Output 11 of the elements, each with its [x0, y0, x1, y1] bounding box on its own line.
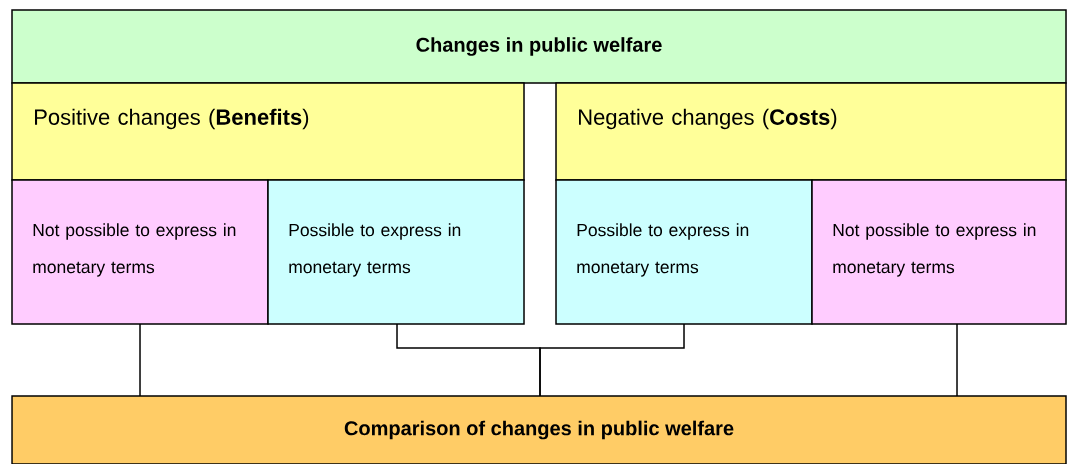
subcategory-box: Not possible to express in monetary terms — [811, 179, 1067, 325]
subcategory-box: Possible to express in monetary terms — [555, 179, 813, 325]
heading-box: Changes in public welfare — [11, 9, 1067, 84]
category-box: Positive changes (Benefits) — [11, 82, 525, 181]
connector-line — [139, 323, 141, 397]
category-box: Negative changes (Costs) — [555, 82, 1067, 181]
result-box: Comparison of changes in public welfare — [11, 395, 1067, 464]
subcategory-box: Possible to express in monetary terms — [267, 179, 525, 325]
connector-line — [956, 323, 958, 397]
connector-line — [539, 323, 685, 397]
subcategory-box: Not possible to express in monetary terms — [11, 179, 269, 325]
